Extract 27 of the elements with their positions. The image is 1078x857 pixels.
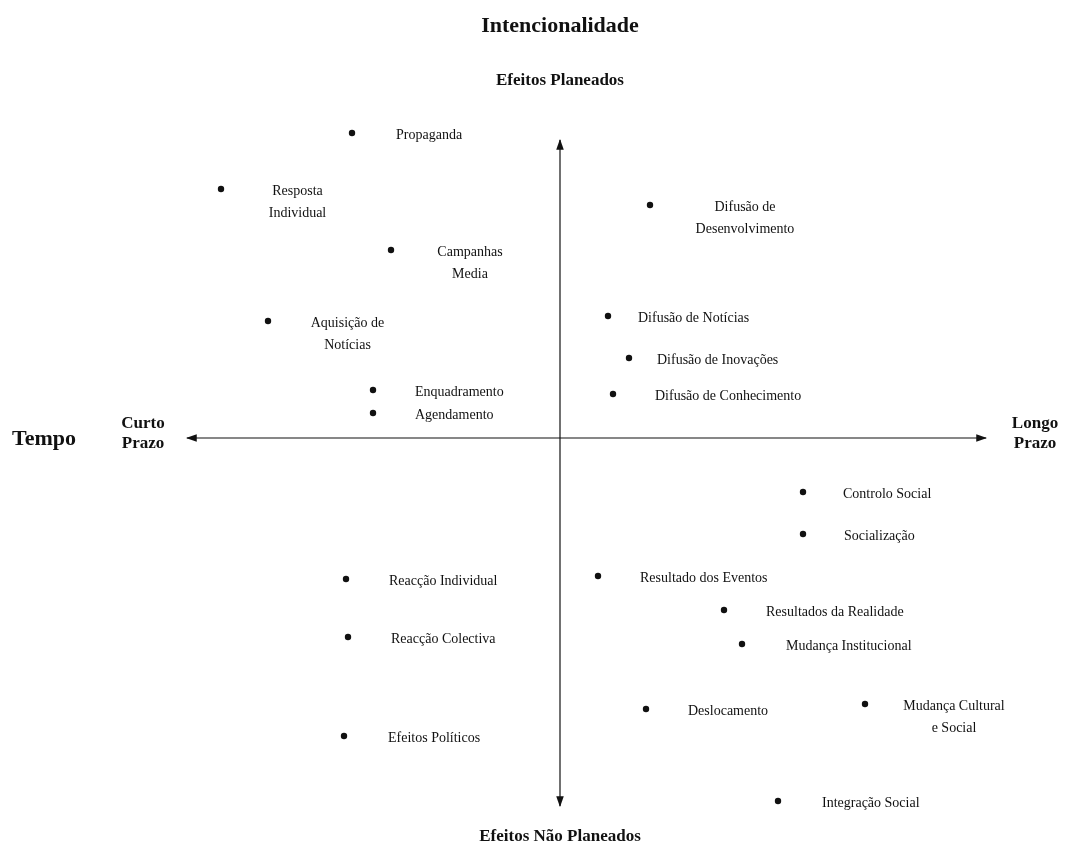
point-label: Mudança Cultural e Social (902, 697, 1006, 737)
point-label: Controlo Social (843, 485, 932, 503)
axis-label: Longo Prazo (1010, 413, 1060, 453)
point-label: Reacção Individual (389, 572, 498, 590)
point-label: Difusão de Conhecimento (655, 387, 802, 405)
point-label: Integração Social (822, 794, 920, 812)
point-label: Difusão de Inovações (657, 351, 779, 369)
point-label: Reacção Colectiva (391, 630, 496, 648)
point-label: Resultados da Realidade (766, 603, 904, 621)
point-label: Propaganda (396, 126, 463, 144)
axis-label: Efeitos Não Planeados (478, 826, 642, 846)
point-label: Difusão de Notícias (638, 309, 750, 327)
point-label: Socialização (844, 527, 915, 545)
point-label: Campanhas Media (436, 243, 504, 283)
point-label: Efeitos Políticos (388, 729, 481, 747)
diagram-title: Intencionalidade (480, 12, 640, 38)
axis-label: Curto Prazo (120, 413, 166, 453)
point-label: Deslocamento (688, 702, 769, 720)
point-label: Mudança Institucional (786, 637, 912, 655)
point-label: Aquisição de Notícias (309, 314, 386, 354)
axis-title: Tempo (12, 425, 76, 451)
point-label: Difusão de Desenvolvimento (694, 198, 796, 238)
point-label: Resposta Individual (267, 182, 328, 222)
axis-label: Efeitos Planeados (495, 70, 625, 90)
point-label: Enquadramento (415, 383, 504, 401)
point-label: Resultado dos Eventos (640, 569, 768, 587)
point-label: Agendamento (415, 406, 494, 424)
